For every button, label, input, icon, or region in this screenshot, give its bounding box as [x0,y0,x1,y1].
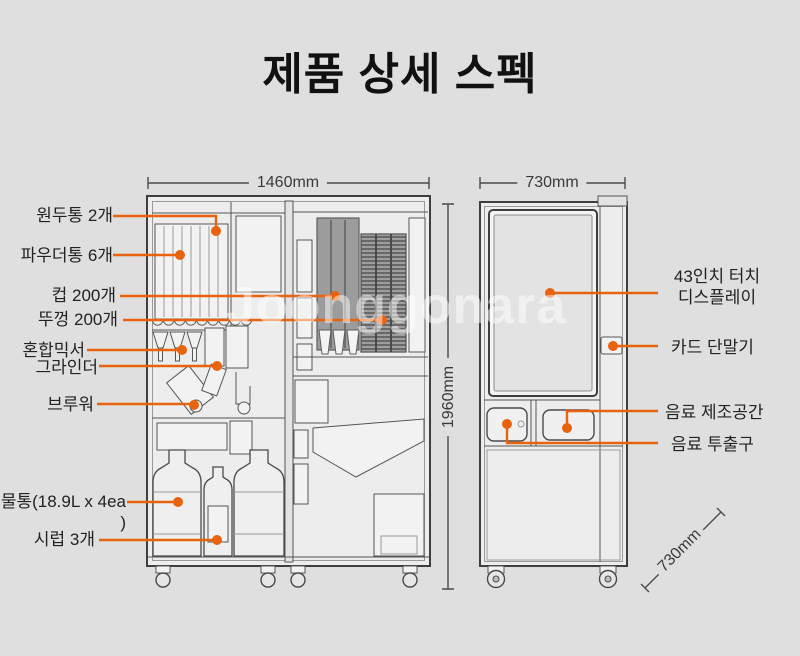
label-water-tank: 물통(18.9L x 4ea ) [0,492,126,533]
dim-front-width: 1460mm [248,174,328,192]
label-mixer: 혼합믹서 [22,341,85,360]
label-cups: 컵 200개 [51,286,116,305]
side-view-casters [486,565,618,589]
label-syrup: 시럽 3개 [33,530,95,549]
label-powder-hopper: 파우더통 6개 [20,246,113,265]
page-title: 제품 상세 스펙 [262,50,538,99]
dim-side-width: 730mm [517,174,587,192]
label-brewer: 브루워 [47,395,94,414]
side-view-drawing [479,195,628,589]
label-bean-hopper: 원두통 2개 [36,206,113,225]
front-view-casters [155,565,418,588]
label-grinder: 그라인더 [35,358,98,377]
label-drink-outlet: 음료 투출구 [671,435,754,454]
label-drink-prep-space: 음료 제조공간 [665,403,764,422]
label-card-terminal: 카드 단말기 [671,338,754,357]
dim-height: 1960mm [440,357,458,437]
front-view-drawing [146,195,431,588]
label-lids: 뚜껑 200개 [37,310,118,329]
label-touch-display: 43인치 터치 디스플레이 [673,267,761,308]
callout-lines [87,214,658,545]
